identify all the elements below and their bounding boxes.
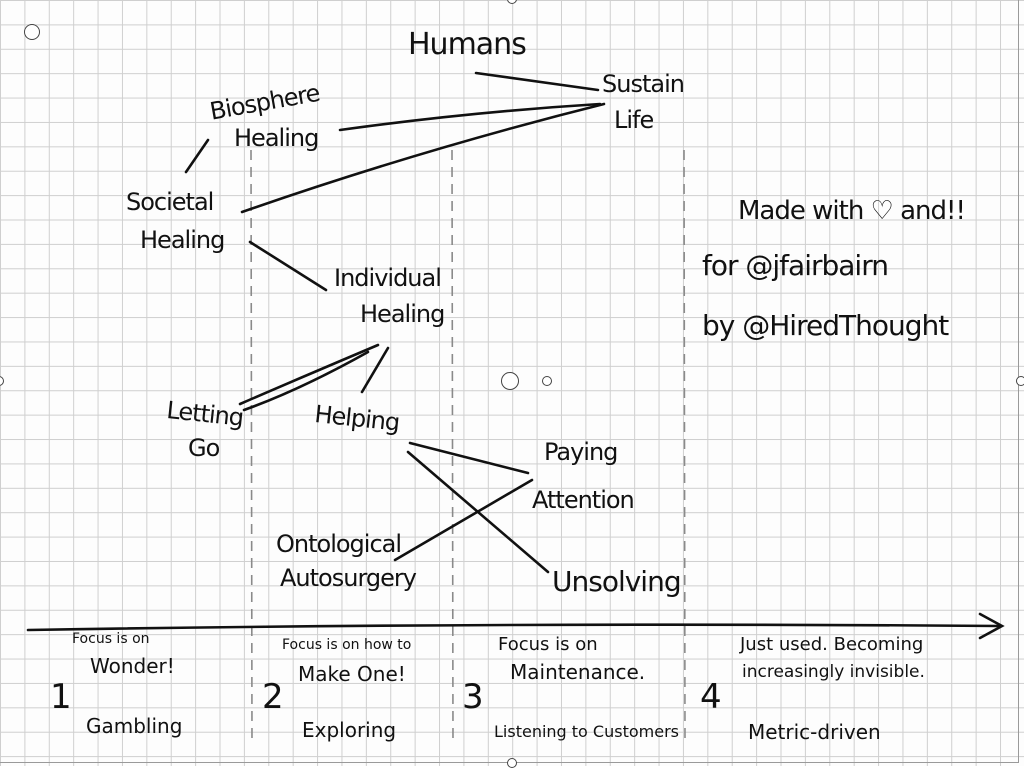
stage-divider-2 xyxy=(451,149,454,746)
edge-humans-sustain xyxy=(474,71,600,92)
edge-societal-sustain xyxy=(240,102,606,214)
node-societal-line1: Societal xyxy=(126,188,214,216)
edge-helping-paying xyxy=(408,441,530,475)
stage-3-label: Listening to Customers xyxy=(494,722,679,741)
stage-2-number: 2 xyxy=(262,677,284,717)
node-humans: Humans xyxy=(408,27,527,62)
edge-individual-letting xyxy=(238,343,380,406)
edge-individual-helping xyxy=(360,346,390,394)
stage-1-focus-line2: Wonder! xyxy=(90,654,175,678)
edge-societal-individual xyxy=(248,240,328,292)
select-handle-topleft[interactable] xyxy=(24,24,40,40)
node-biosphere-line2: Healing xyxy=(234,124,319,152)
node-ontological-line2: Autosurgery xyxy=(280,564,417,592)
stage-2-focus-line2: Make One! xyxy=(298,662,406,686)
close-icon[interactable] xyxy=(501,372,519,390)
node-ontological-line1: Ontological xyxy=(276,530,402,558)
stage-4-label: Metric-driven xyxy=(748,720,881,744)
node-societal-line2: Healing xyxy=(140,226,225,254)
stage-divider-3 xyxy=(683,149,686,746)
stage-2-label: Exploring xyxy=(302,718,397,742)
stage-4-focus-line2: increasingly invisible. xyxy=(742,662,925,682)
edge-ontological-paying xyxy=(393,478,534,562)
pivot-handle[interactable] xyxy=(542,376,552,386)
edge-biosphere-sustain xyxy=(338,102,602,132)
credit-line1: Made with ♡ and!! xyxy=(738,196,966,226)
select-handle-bottom[interactable] xyxy=(507,758,517,768)
node-letting-line2: Go xyxy=(188,434,220,462)
stage-1-number: 1 xyxy=(50,677,72,717)
stage-1-focus-line1: Focus is on xyxy=(72,631,150,647)
stage-3-focus-line1: Focus is on xyxy=(498,634,598,655)
node-paying-line1: Paying xyxy=(544,438,618,466)
stage-2-focus-line1: Focus is on how to xyxy=(282,637,412,653)
node-individual-line1: Individual xyxy=(334,264,442,292)
node-sustain-line1: Sustain xyxy=(602,70,685,98)
timeline-axis xyxy=(26,623,1002,632)
credit-line3: by @HiredThought xyxy=(702,309,949,342)
timeline-arrowhead xyxy=(978,612,1005,640)
stage-1-label: Gambling xyxy=(86,714,183,738)
stage-3-number: 3 xyxy=(462,677,484,717)
stage-3-focus-line2: Maintenance. xyxy=(510,660,646,684)
stage-4-number: 4 xyxy=(700,677,722,717)
edge-individual-letting-2 xyxy=(242,350,370,412)
stage-divider-1 xyxy=(250,149,253,746)
node-unsolving: Unsolving xyxy=(552,565,682,598)
node-individual-line2: Healing xyxy=(360,300,445,328)
node-letting-line1: Letting xyxy=(165,396,245,432)
stage-4-focus-line1: Just used. Becoming xyxy=(740,634,924,655)
node-paying-line2: Attention xyxy=(532,486,635,514)
node-sustain-line2: Life xyxy=(614,106,654,134)
edge-biosphere-societal xyxy=(184,138,210,174)
select-handle-right[interactable] xyxy=(1016,376,1024,386)
credit-line2: for @jfairbairn xyxy=(702,249,889,282)
